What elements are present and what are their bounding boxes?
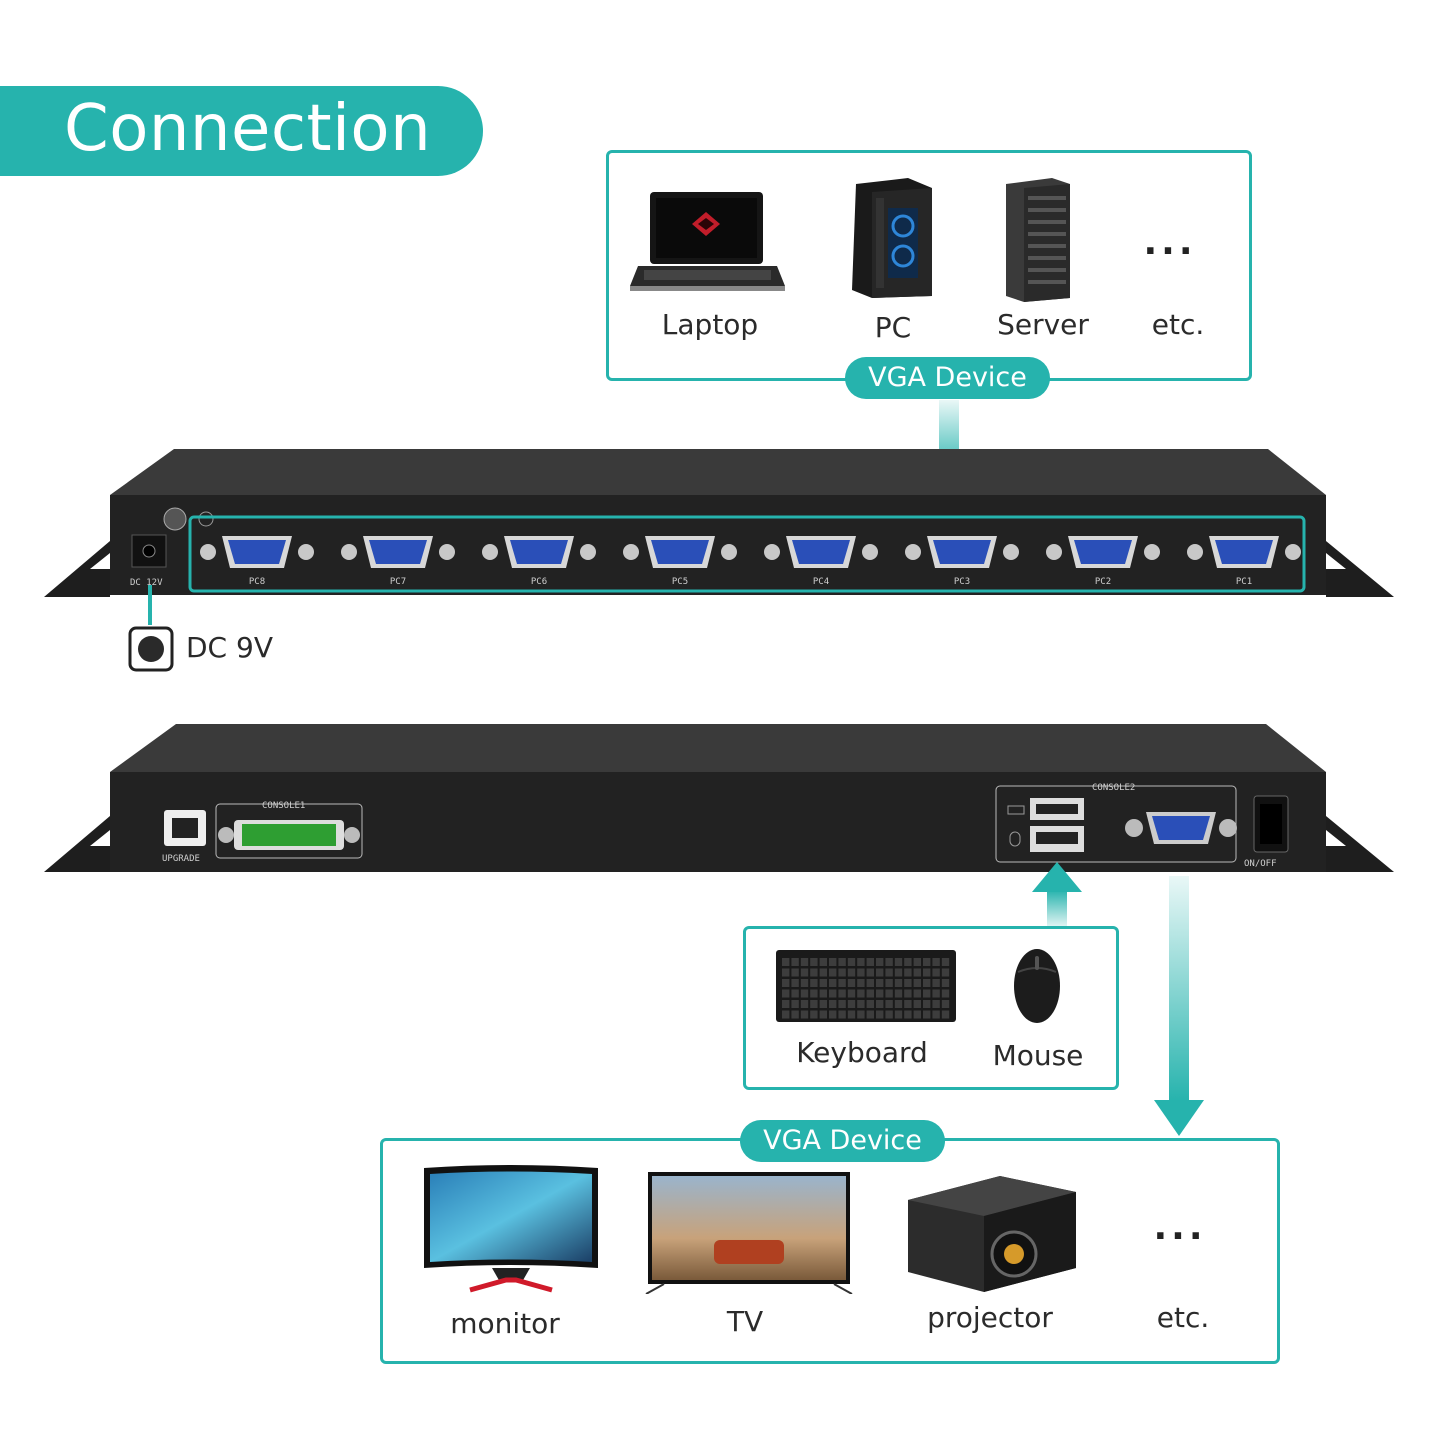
device-label-tv: TV xyxy=(726,1305,764,1338)
vga-port-pc7: PC7 xyxy=(341,536,455,587)
vga-device-tag-bottom: VGA Device xyxy=(740,1120,945,1162)
laptop-icon xyxy=(630,192,785,291)
device-label-server: Server xyxy=(997,308,1089,341)
ellipsis-icon: ... xyxy=(1153,1207,1207,1248)
pc-tower-icon xyxy=(852,178,932,298)
device-label-mouse: Mouse xyxy=(992,1039,1084,1072)
device-label-etc: etc. xyxy=(1151,308,1205,341)
vga-port-pc2: PC2 xyxy=(1046,536,1160,587)
device-label-etc-output: etc. xyxy=(1156,1301,1210,1334)
svg-text:ON/OFF: ON/OFF xyxy=(1244,859,1277,869)
ellipsis-icon: ... xyxy=(1143,222,1197,263)
device-label-pc: PC xyxy=(874,311,912,344)
arrow-down-output-icon xyxy=(1154,876,1204,1136)
port-label: PC4 xyxy=(813,577,829,587)
device-label-keyboard: Keyboard xyxy=(796,1036,928,1069)
port-label: PC5 xyxy=(672,577,688,587)
device-label-laptop: Laptop xyxy=(661,308,759,341)
svg-text:DC 12V: DC 12V xyxy=(130,578,163,588)
server-rack-icon xyxy=(1006,178,1070,302)
port-label: PC1 xyxy=(1236,577,1252,587)
svg-text:CONSOLE2: CONSOLE2 xyxy=(1092,783,1135,793)
kvm-rear-panel: UPGRADE CONSOLE1 CONSOLE2 ON/OFF xyxy=(44,724,1394,872)
kvm-front-panel: DC 12V xyxy=(44,449,1394,597)
vga-port-pc5: PC5 xyxy=(623,536,737,587)
port-label: PC2 xyxy=(1095,577,1111,587)
arrow-up-icon xyxy=(1032,862,1082,926)
vga-port-pc4: PC4 xyxy=(764,536,878,587)
vga-device-tag-top: VGA Device xyxy=(845,357,1050,399)
vga-port-pc1: PC1 xyxy=(1187,536,1301,587)
port-label: PC3 xyxy=(954,577,970,587)
device-label-projector: projector xyxy=(927,1301,1053,1334)
vga-port-pc8: PC8 xyxy=(200,536,314,587)
tv-icon xyxy=(645,1172,853,1294)
port-label: PC6 xyxy=(531,577,547,587)
svg-text:UPGRADE: UPGRADE xyxy=(162,854,200,864)
dc-voltage-label: DC 9V xyxy=(186,631,273,664)
svg-text:CONSOLE1: CONSOLE1 xyxy=(262,801,305,811)
dc-jack-icon xyxy=(128,626,174,672)
mouse-icon xyxy=(1014,949,1060,1023)
vga-port-pc3: PC3 xyxy=(905,536,1019,587)
device-label-monitor: monitor xyxy=(450,1307,560,1340)
monitor-icon xyxy=(424,1165,598,1293)
projector-icon xyxy=(908,1176,1076,1292)
vga-port-pc6: PC6 xyxy=(482,536,596,587)
port-label: PC8 xyxy=(249,577,265,587)
port-label: PC7 xyxy=(390,577,406,587)
dc-callout-line xyxy=(148,585,152,625)
page-title: Connection xyxy=(64,92,432,166)
keyboard-icon xyxy=(776,950,956,1022)
title-banner xyxy=(0,86,483,176)
